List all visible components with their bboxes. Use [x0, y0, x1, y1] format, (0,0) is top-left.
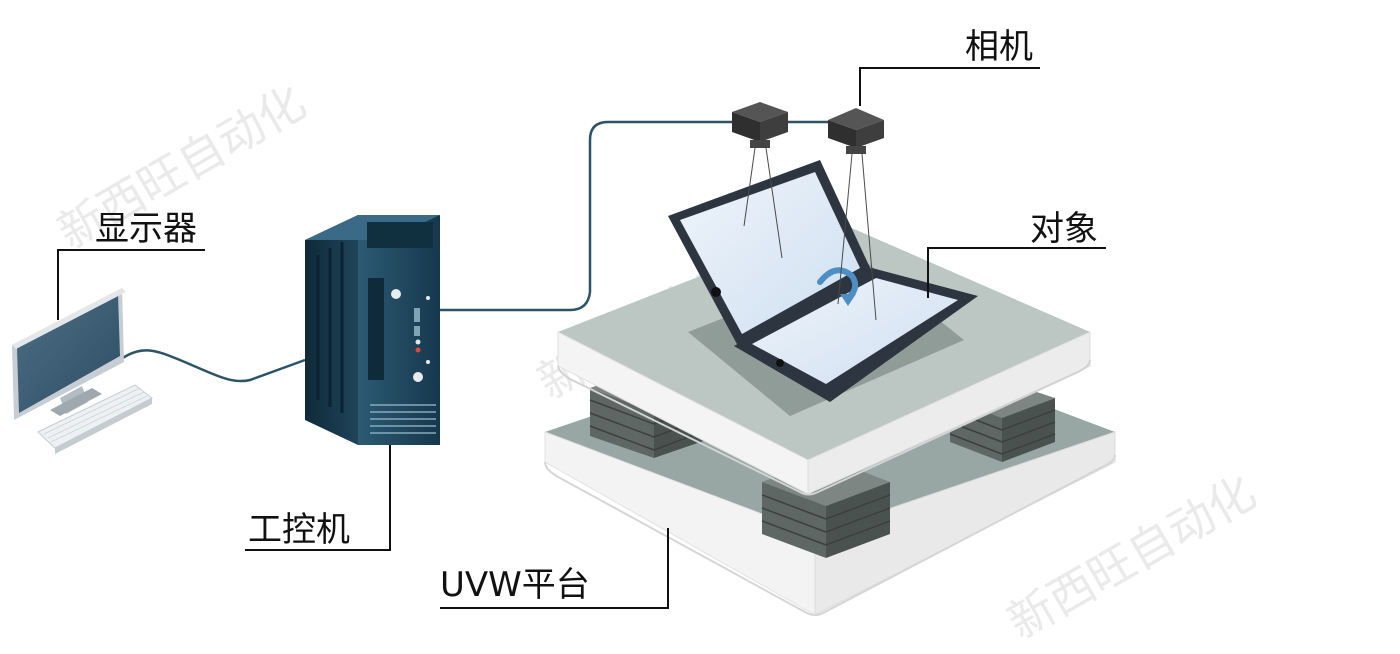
cable-monitor-to-pc	[119, 349, 306, 383]
leader-monitor	[57, 249, 205, 320]
camera-icon	[732, 102, 884, 321]
camera-left	[732, 102, 788, 259]
monitor-icon	[12, 288, 126, 420]
label-platform: UVW平台	[440, 565, 590, 605]
rotation-arrow-icon	[817, 267, 859, 306]
industrial-pc-icon	[305, 215, 440, 445]
keyboard-icon	[37, 384, 153, 454]
leader-camera	[859, 67, 1040, 106]
cable-pc-to-camera	[440, 120, 732, 312]
tablet-icon	[668, 160, 978, 402]
label-ipc: 工控机	[248, 510, 350, 550]
leader-object	[927, 247, 1106, 298]
leader-ipc	[245, 445, 391, 551]
label-object: 对象	[1030, 209, 1098, 249]
leader-platform	[440, 528, 669, 609]
label-camera: 相机	[965, 27, 1033, 67]
label-monitor: 显示器	[95, 209, 197, 249]
camera-right	[828, 108, 884, 321]
